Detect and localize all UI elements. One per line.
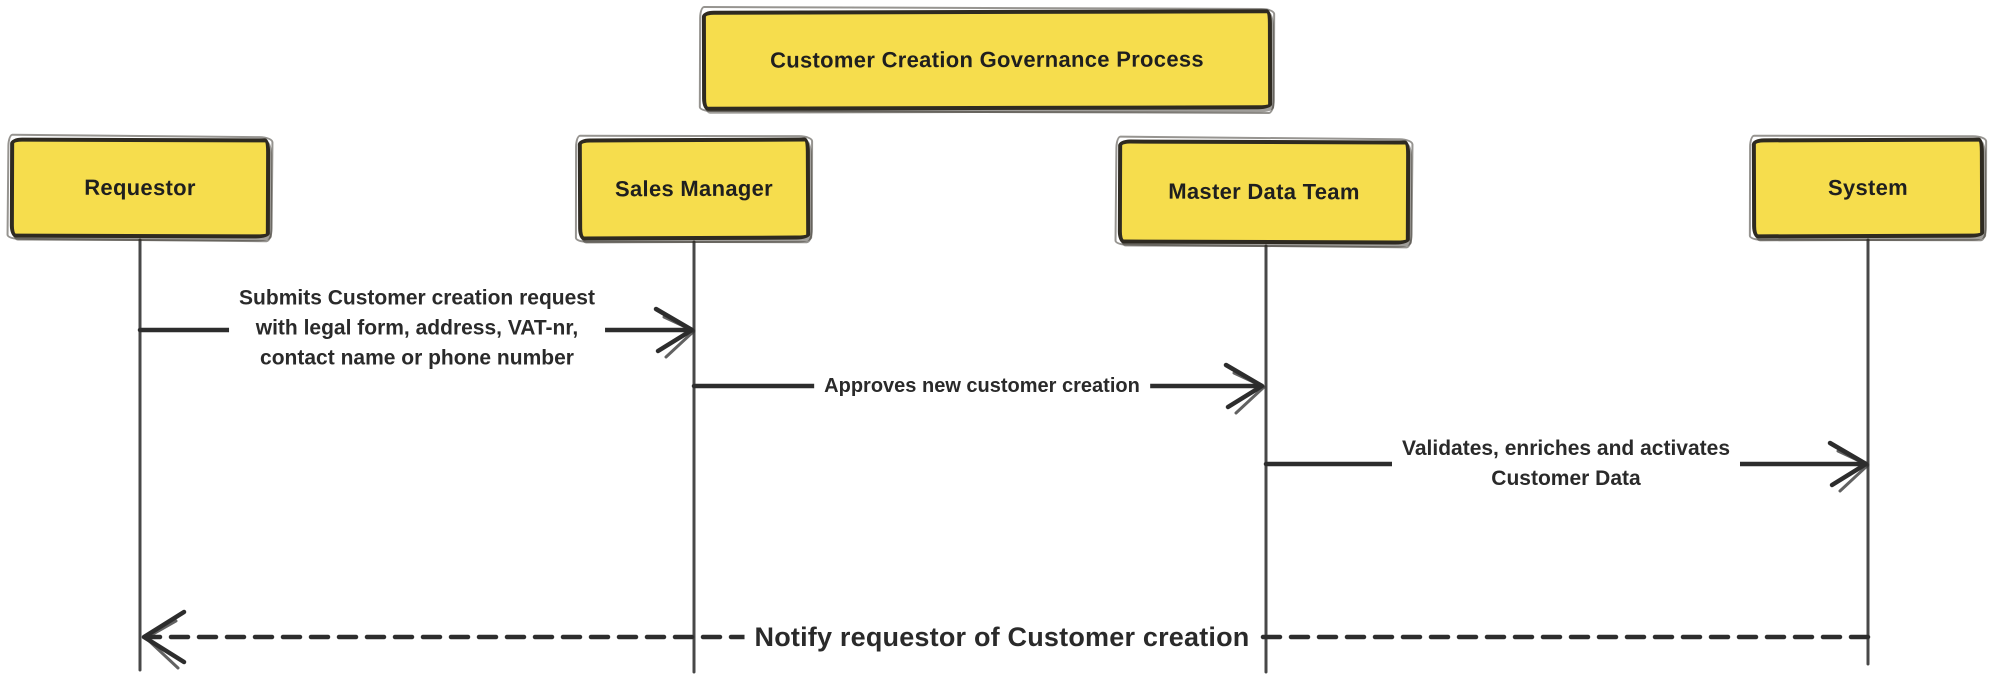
message-2-label-line-1: Approves new customer creation <box>824 374 1140 397</box>
message-3-label: Validates, enriches and activates Custom… <box>1391 432 1741 496</box>
message-3-label-line-2: Customer Data <box>1491 467 1641 490</box>
actor-box-sales-manager: Sales Manager <box>577 137 811 241</box>
actor-box-master-data-team: Master Data Team <box>1117 139 1411 245</box>
message-3-arrowhead-echo <box>1836 449 1870 493</box>
lifelines <box>138 238 1870 674</box>
message-3-label-line-1: Validates, enriches and activates <box>1401 437 1731 461</box>
message-4-label: Notify requestor of Customer creation <box>744 615 1260 659</box>
message-1-label-line-1: Submits Customer creation request <box>239 286 595 310</box>
actor-label-system: System <box>1827 174 1909 201</box>
actor-label-sales-manager: Sales Manager <box>614 175 774 202</box>
message-1-label-line-2: with legal form, address, VAT-nr, <box>255 316 579 340</box>
message-4-arrowhead <box>141 609 187 665</box>
message-4-label-line-1: Notify requestor of Customer creation <box>754 621 1250 652</box>
diagram-title-box: Customer Creation Governance Process <box>701 9 1273 111</box>
message-1-label: Submits Customer creation request with l… <box>229 281 605 375</box>
message-1-arrowhead-echo <box>662 315 696 359</box>
message-4-arrowhead-echo <box>144 619 180 670</box>
message-2-arrowhead-echo <box>1232 371 1266 415</box>
message-2-label: Approves new customer creation <box>814 369 1150 403</box>
actor-box-system: System <box>1751 137 1985 239</box>
diagram-title: Customer Creation Governance Process <box>770 46 1204 73</box>
message-1-label-line-3: contact name or phone number <box>260 345 574 369</box>
actor-box-requestor: Requestor <box>9 137 271 239</box>
actor-label-requestor: Requestor <box>84 174 196 201</box>
actor-label-master-data-team: Master Data Team <box>1168 178 1360 205</box>
